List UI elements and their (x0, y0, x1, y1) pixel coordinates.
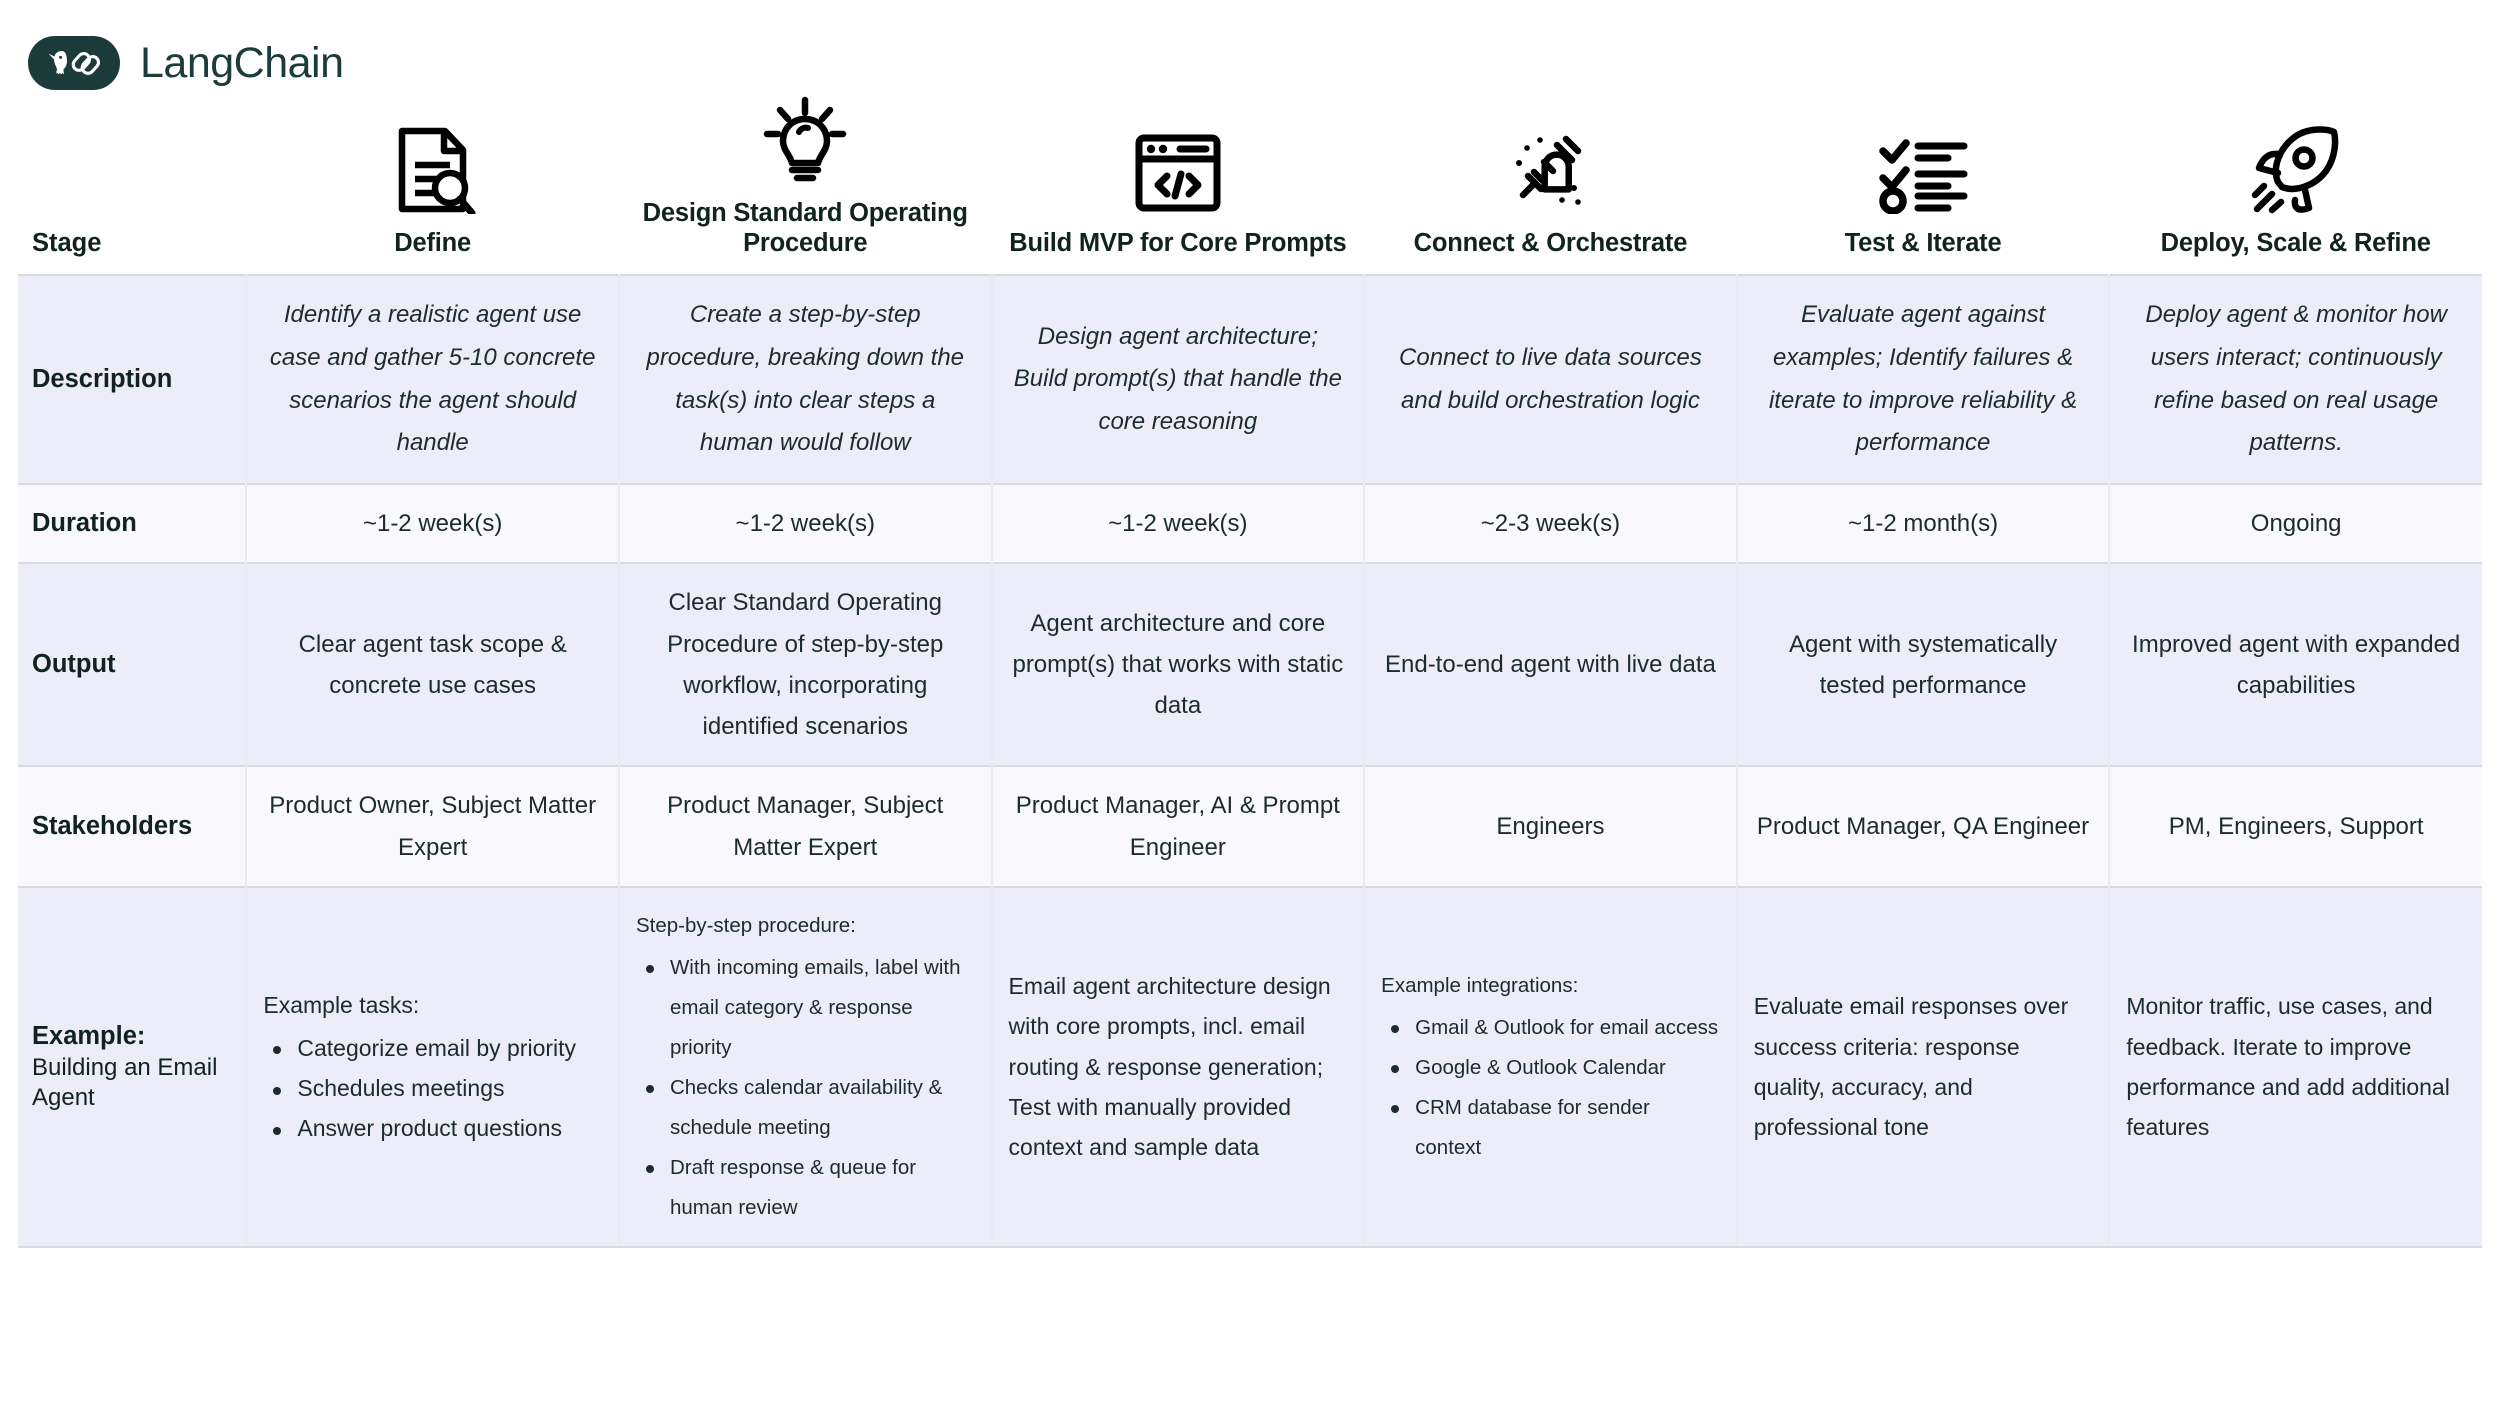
brand-name: LangChain (140, 38, 344, 87)
cell-output-test: Agent with systematically tested perform… (1736, 562, 2111, 767)
cell-example-deploy: Monitor traffic, use cases, and feedback… (2109, 885, 2482, 1248)
column-header-build-mvp: Build MVP for Core Prompts (992, 88, 1365, 275)
example-bullet-item: Google & Outlook Calendar (1381, 1048, 1720, 1088)
column-header-label: Design Standard Operating Procedure (642, 199, 968, 258)
cell-description-define: Identify a realistic agent use case and … (246, 274, 620, 485)
column-header-label: Connect & Orchestrate (1413, 229, 1688, 258)
rocket-icon (2119, 118, 2472, 214)
example-bullet-item: Draft response & queue for human review (636, 1148, 975, 1228)
cell-output-design-sop: Clear Standard Operating Procedure of st… (618, 562, 993, 767)
table-header-row: Stage Define (18, 88, 2482, 275)
cell-example-define: Example tasks: Categorize email by prior… (246, 885, 620, 1248)
table-row-description: Description Identify a realistic agent u… (18, 274, 2482, 485)
column-header-deploy-scale: Deploy, Scale & Refine (2109, 88, 2482, 275)
cell-description-connect: Connect to live data sources and build o… (1364, 274, 1738, 485)
column-header-label: Deploy, Scale & Refine (2160, 229, 2431, 258)
row-label-example-sub: Building an Email Agent (32, 1053, 218, 1111)
cell-duration-build-mvp: ~1-2 week(s) (991, 483, 1366, 564)
example-lead: Example tasks: (263, 992, 420, 1019)
cell-example-connect: Example integrations: Gmail & Outlook fo… (1364, 885, 1738, 1248)
example-bullet-item: Categorize email by priority (263, 1028, 602, 1068)
cell-duration-test: ~1-2 month(s) (1736, 483, 2111, 564)
cell-description-deploy: Deploy agent & monitor how users interac… (2109, 274, 2482, 485)
cell-stakeholders-deploy: PM, Engineers, Support (2109, 765, 2482, 887)
cell-stakeholders-build-mvp: Product Manager, AI & Prompt Engineer (991, 765, 1366, 887)
cell-description-build-mvp: Design agent architecture; Build prompt(… (991, 274, 1366, 485)
cell-example-design-sop: Step-by-step procedure: With incoming em… (618, 885, 993, 1248)
example-bullet-item: Answer product questions (263, 1108, 602, 1148)
cell-output-build-mvp: Agent architecture and core prompt(s) th… (991, 562, 1366, 767)
cell-example-test: Evaluate email responses over success cr… (1736, 885, 2111, 1248)
document-search-icon (256, 118, 609, 215)
column-header-label: Test & Iterate (1844, 229, 2002, 258)
plug-connector-icon (1374, 118, 1727, 214)
example-bullet-list: Gmail & Outlook for email access Google … (1381, 1008, 1720, 1168)
brand-logo: LangChain (28, 36, 344, 90)
row-label-output: Output (18, 562, 248, 767)
agent-stages-table: Stage Define (18, 88, 2482, 1248)
table-row-duration: Duration ~1-2 week(s) ~1-2 week(s) ~1-2 … (18, 483, 2482, 564)
column-header-test-iterate: Test & Iterate (1737, 88, 2110, 275)
cell-description-test: Evaluate agent against examples; Identif… (1736, 274, 2111, 485)
cell-stakeholders-connect: Engineers (1364, 765, 1738, 887)
code-window-icon (1002, 118, 1355, 214)
checklist-icon (1747, 118, 2100, 215)
row-label-duration: Duration (18, 483, 248, 564)
example-bullet-item: Checks calendar availability & schedule … (636, 1068, 975, 1148)
lightbulb-icon (629, 88, 982, 184)
column-header-stage: Stage (32, 229, 102, 258)
column-header-label: Build MVP for Core Prompts (1009, 229, 1347, 258)
column-header-define: Define (246, 88, 619, 275)
example-paragraph: Evaluate email responses over success cr… (1753, 993, 2069, 1141)
langchain-parrot-link-icon (28, 36, 120, 90)
example-paragraph: Monitor traffic, use cases, and feedback… (2126, 993, 2450, 1141)
example-bullet-list: With incoming emails, label with email c… (636, 948, 975, 1228)
row-label-example: Example: Building an Email Agent (18, 885, 248, 1248)
cell-stakeholders-define: Product Owner, Subject Matter Expert (246, 765, 620, 887)
table-row-stakeholders: Stakeholders Product Owner, Subject Matt… (18, 765, 2482, 887)
column-header-design-sop: Design Standard Operating Procedure (619, 88, 992, 275)
example-lead: Step-by-step procedure: (635, 913, 856, 937)
cell-duration-deploy: Ongoing (2109, 483, 2482, 564)
cell-description-design-sop: Create a step-by-step procedure, breakin… (618, 274, 993, 485)
cell-output-connect: End-to-end agent with live data (1364, 562, 1738, 767)
cell-duration-define: ~1-2 week(s) (246, 483, 620, 564)
table-row-output: Output Clear agent task scope & concrete… (18, 562, 2482, 767)
cell-stakeholders-test: Product Manager, QA Engineer (1736, 765, 2111, 887)
cell-duration-connect: ~2-3 week(s) (1364, 483, 1738, 564)
example-bullet-item: With incoming emails, label with email c… (636, 948, 975, 1068)
cell-duration-design-sop: ~1-2 week(s) (618, 483, 993, 564)
example-paragraph: Email agent architecture design with cor… (1008, 973, 1331, 1161)
column-header-label: Define (394, 229, 472, 258)
example-bullet-item: Gmail & Outlook for email access (1381, 1008, 1720, 1048)
table-row-example: Example: Building an Email Agent Example… (18, 885, 2482, 1248)
cell-output-deploy: Improved agent with expanded capabilitie… (2109, 562, 2482, 767)
example-lead: Example integrations: (1381, 973, 1579, 997)
column-header-connect-orchestrate: Connect & Orchestrate (1364, 88, 1737, 275)
cell-example-build-mvp: Email agent architecture design with cor… (991, 885, 1366, 1248)
cell-output-define: Clear agent task scope & concrete use ca… (246, 562, 620, 767)
row-label-stakeholders: Stakeholders (18, 765, 248, 887)
row-label-example-strong: Example: (32, 1021, 146, 1050)
example-bullet-item: CRM database for sender context (1381, 1088, 1720, 1168)
row-label-description: Description (18, 274, 248, 485)
example-bullet-item: Schedules meetings (263, 1068, 602, 1108)
cell-stakeholders-design-sop: Product Manager, Subject Matter Expert (618, 765, 993, 887)
